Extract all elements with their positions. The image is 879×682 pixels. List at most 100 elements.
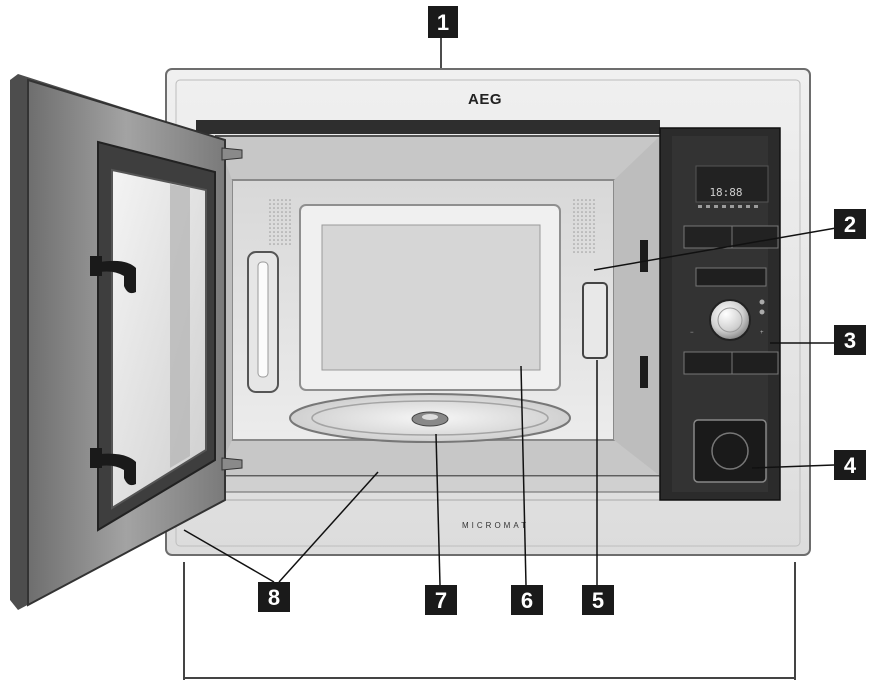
- perforation-dot: [589, 231, 591, 233]
- perforation-dot: [581, 219, 583, 221]
- perforation-dot: [277, 227, 279, 229]
- brand-logo: AEG: [468, 91, 502, 108]
- perforation-dot: [581, 227, 583, 229]
- perforation-dot: [573, 211, 575, 213]
- perforation-dot: [281, 203, 283, 205]
- perforation-dot: [285, 227, 287, 229]
- perforation-dot: [589, 199, 591, 201]
- perforation-dot: [585, 199, 587, 201]
- stop-button[interactable]: [683, 351, 733, 375]
- perforation-dot: [277, 199, 279, 201]
- perforation-dot: [277, 243, 279, 245]
- perforation-dot: [581, 199, 583, 201]
- perforation-dot: [289, 231, 291, 233]
- perforation-dot: [585, 231, 587, 233]
- perforation-dot: [285, 215, 287, 217]
- perforation-dot: [277, 223, 279, 225]
- perforation-dot: [273, 239, 275, 241]
- perforation-dot: [289, 203, 291, 205]
- perforation-dot: [269, 211, 271, 213]
- function-button[interactable]: [695, 267, 767, 287]
- perforation-dot: [273, 215, 275, 217]
- perforation-dot: [581, 247, 583, 249]
- display-panel: [695, 165, 769, 203]
- perforation-dot: [573, 235, 575, 237]
- perforation-dot: [285, 203, 287, 205]
- perforation-dot: [589, 215, 591, 217]
- perforation-dot: [581, 231, 583, 233]
- power-button-left[interactable]: [683, 225, 733, 249]
- perforation-dot: [269, 227, 271, 229]
- perforation-dot: [289, 227, 291, 229]
- perforation-dot: [269, 203, 271, 205]
- door-latch-slots: [640, 240, 648, 388]
- perforation-dot: [281, 231, 283, 233]
- perforation-dot: [577, 223, 579, 225]
- perforation-dot: [573, 223, 575, 225]
- perforation-dot: [577, 251, 579, 253]
- perforation-dot: [285, 239, 287, 241]
- perforation-dot: [589, 227, 591, 229]
- callout-3: 3: [834, 325, 866, 355]
- perforation-dot: [585, 219, 587, 221]
- door-open-button[interactable]: [693, 419, 767, 483]
- perforation-dot: [581, 239, 583, 241]
- perforation-dot: [573, 239, 575, 241]
- perforation-dot: [585, 235, 587, 237]
- display-indicators: [698, 205, 758, 208]
- perforation-dot: [273, 243, 275, 245]
- perforation-dot: [581, 211, 583, 213]
- perforation-dot: [585, 243, 587, 245]
- perforation-dot: [273, 227, 275, 229]
- perforation-dot: [277, 211, 279, 213]
- perforation-dot: [585, 215, 587, 217]
- perforation-dot: [581, 235, 583, 237]
- perforation-dot: [285, 199, 287, 201]
- perforation-dot: [573, 247, 575, 249]
- selection-knob[interactable]: [709, 299, 751, 341]
- perforation-dot: [577, 215, 579, 217]
- perforation-dot: [273, 223, 275, 225]
- perforation-dot: [573, 219, 575, 221]
- perforation-dot: [269, 231, 271, 233]
- perforation-dot: [277, 219, 279, 221]
- perforation-dot: [593, 239, 595, 241]
- perforation-dot: [593, 223, 595, 225]
- minus-symbol: −: [690, 330, 694, 336]
- perforation-dot: [573, 199, 575, 201]
- perforation-dot: [273, 211, 275, 213]
- control-panel: − +: [659, 127, 781, 501]
- power-button-right[interactable]: [731, 225, 779, 249]
- perforation-dot: [277, 235, 279, 237]
- waveguide-cover: [582, 282, 608, 359]
- perforation-dot: [285, 235, 287, 237]
- perforation-dot: [289, 207, 291, 209]
- perforation-dot: [585, 247, 587, 249]
- perforation-dot: [289, 223, 291, 225]
- perforation-dot: [585, 251, 587, 253]
- callout-6: 6: [511, 585, 543, 615]
- perforation-dot: [581, 223, 583, 225]
- perforation-dot: [585, 227, 587, 229]
- perforation-dot: [269, 215, 271, 217]
- perforation-dot: [593, 243, 595, 245]
- start-button[interactable]: [731, 351, 779, 375]
- perforation-dot: [289, 211, 291, 213]
- perforation-dot: [577, 231, 579, 233]
- turntable: [289, 393, 571, 443]
- perforation-dot: [593, 199, 595, 201]
- svg-text:6: 6: [521, 588, 533, 613]
- left-perforations: [269, 199, 291, 245]
- perforation-dot: [277, 207, 279, 209]
- installation-lines: [183, 562, 796, 680]
- perforation-dot: [281, 207, 283, 209]
- perforation-dot: [593, 207, 595, 209]
- perforation-dot: [581, 243, 583, 245]
- perforation-dot: [285, 211, 287, 213]
- leader-lines: [183, 38, 837, 586]
- perforation-dot: [281, 243, 283, 245]
- perforation-dot: [289, 235, 291, 237]
- perforation-dot: [585, 203, 587, 205]
- perforation-dot: [577, 239, 579, 241]
